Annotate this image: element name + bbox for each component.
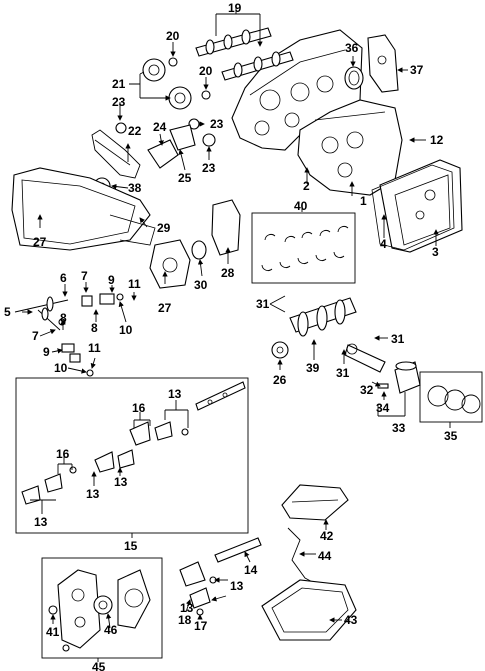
crank-seal-part	[191, 240, 207, 260]
callout-31a: 31	[256, 297, 270, 311]
callout-24: 24	[153, 120, 167, 134]
callout-18: 18	[178, 613, 192, 627]
callout-16b: 16	[56, 447, 70, 461]
callout-36: 36	[345, 41, 359, 55]
callout-1: 1	[360, 194, 367, 208]
cover-gasket-part	[371, 164, 455, 251]
callout-13c: 13	[86, 487, 100, 501]
callout-4: 4	[380, 237, 387, 251]
callout-2: 2	[303, 179, 310, 193]
callout-17: 17	[194, 619, 208, 633]
bearing-box	[251, 212, 356, 284]
valve-cover-part	[379, 159, 463, 253]
callout-40: 40	[294, 199, 308, 213]
rocker-arm-lower-part	[179, 561, 217, 616]
callout-20b: 20	[199, 64, 213, 78]
valve-spring-part	[58, 293, 124, 377]
callout-10a: 10	[119, 323, 133, 337]
callout-20a: 20	[166, 29, 180, 43]
baffle-plate-part	[281, 484, 349, 521]
callout-12: 12	[430, 133, 444, 147]
callout-34: 34	[376, 401, 390, 415]
sprocket-part	[115, 57, 216, 147]
leader-lines	[22, 8, 451, 662]
callout-7b: 7	[32, 329, 39, 343]
rocker-shaft-lower-part	[214, 537, 262, 563]
crankshaft-part	[271, 297, 357, 359]
callout-27a: 27	[33, 235, 47, 249]
callout-13b: 13	[114, 475, 128, 489]
callout-22: 22	[128, 124, 142, 138]
callout-16a: 16	[132, 401, 146, 415]
rocker-arm-part	[21, 421, 189, 505]
callout-41: 41	[46, 625, 60, 639]
callout-25: 25	[178, 171, 192, 185]
callout-11b: 11	[88, 341, 101, 355]
callout-5: 5	[4, 305, 11, 319]
callout-9a: 9	[108, 273, 115, 287]
callout-13e: 13	[230, 579, 244, 593]
callout-29: 29	[157, 221, 171, 235]
timing-cover-left-part	[11, 167, 151, 251]
callout-26: 26	[273, 373, 287, 387]
callout-3: 3	[432, 245, 439, 259]
connecting-rod-part	[344, 344, 386, 373]
water-pump-part	[211, 199, 241, 256]
callout-37: 37	[410, 63, 424, 77]
callout-45: 45	[92, 660, 106, 671]
callout-30: 30	[194, 278, 208, 292]
callout-35: 35	[444, 429, 458, 443]
piston-ring-box	[419, 371, 483, 423]
front-cover-part	[149, 239, 191, 289]
callout-9b: 9	[43, 345, 50, 359]
piston-rings-part	[427, 385, 481, 414]
callout-38: 38	[128, 181, 142, 195]
callout-15: 15	[124, 539, 138, 553]
callout-44: 44	[318, 549, 332, 563]
callout-28: 28	[221, 266, 235, 280]
callout-39: 39	[306, 361, 320, 375]
callout-7a: 7	[81, 269, 88, 283]
oil-strainer-part	[287, 527, 319, 586]
valve-part	[14, 296, 69, 331]
oil-pump-box	[41, 557, 163, 659]
callout-46: 46	[104, 623, 118, 637]
timing-cover-part	[367, 34, 399, 93]
timing-belt-part	[91, 129, 141, 179]
callout-8a: 8	[60, 311, 67, 325]
callout-23a: 23	[112, 95, 126, 109]
callout-13d: 13	[34, 515, 48, 529]
callout-14: 14	[244, 563, 258, 577]
callout-19: 19	[228, 1, 242, 15]
bearing-set-part	[261, 226, 349, 271]
callout-10b: 10	[54, 361, 68, 375]
rocker-shaft-part	[195, 381, 246, 411]
callout-32: 32	[360, 383, 374, 397]
oil-pump-part	[48, 569, 151, 652]
camshaft-part	[195, 27, 294, 81]
callout-13a: 13	[168, 387, 182, 401]
callout-33: 33	[392, 421, 406, 435]
tensioner-part	[147, 139, 179, 169]
callout-31b: 31	[391, 332, 405, 346]
callout-23c: 23	[202, 161, 216, 175]
callout-8b: 8	[91, 321, 98, 335]
callout-43: 43	[344, 613, 358, 627]
callout-42: 42	[320, 529, 334, 543]
callout-21: 21	[112, 77, 126, 91]
callout-31c: 31	[336, 366, 350, 380]
callout-6: 6	[60, 271, 67, 285]
seal-part	[344, 66, 364, 90]
callout-13f: 13	[180, 601, 194, 615]
callout-11a: 11	[128, 277, 141, 291]
callout-27b: 27	[158, 301, 172, 315]
callout-23b: 23	[210, 117, 224, 131]
